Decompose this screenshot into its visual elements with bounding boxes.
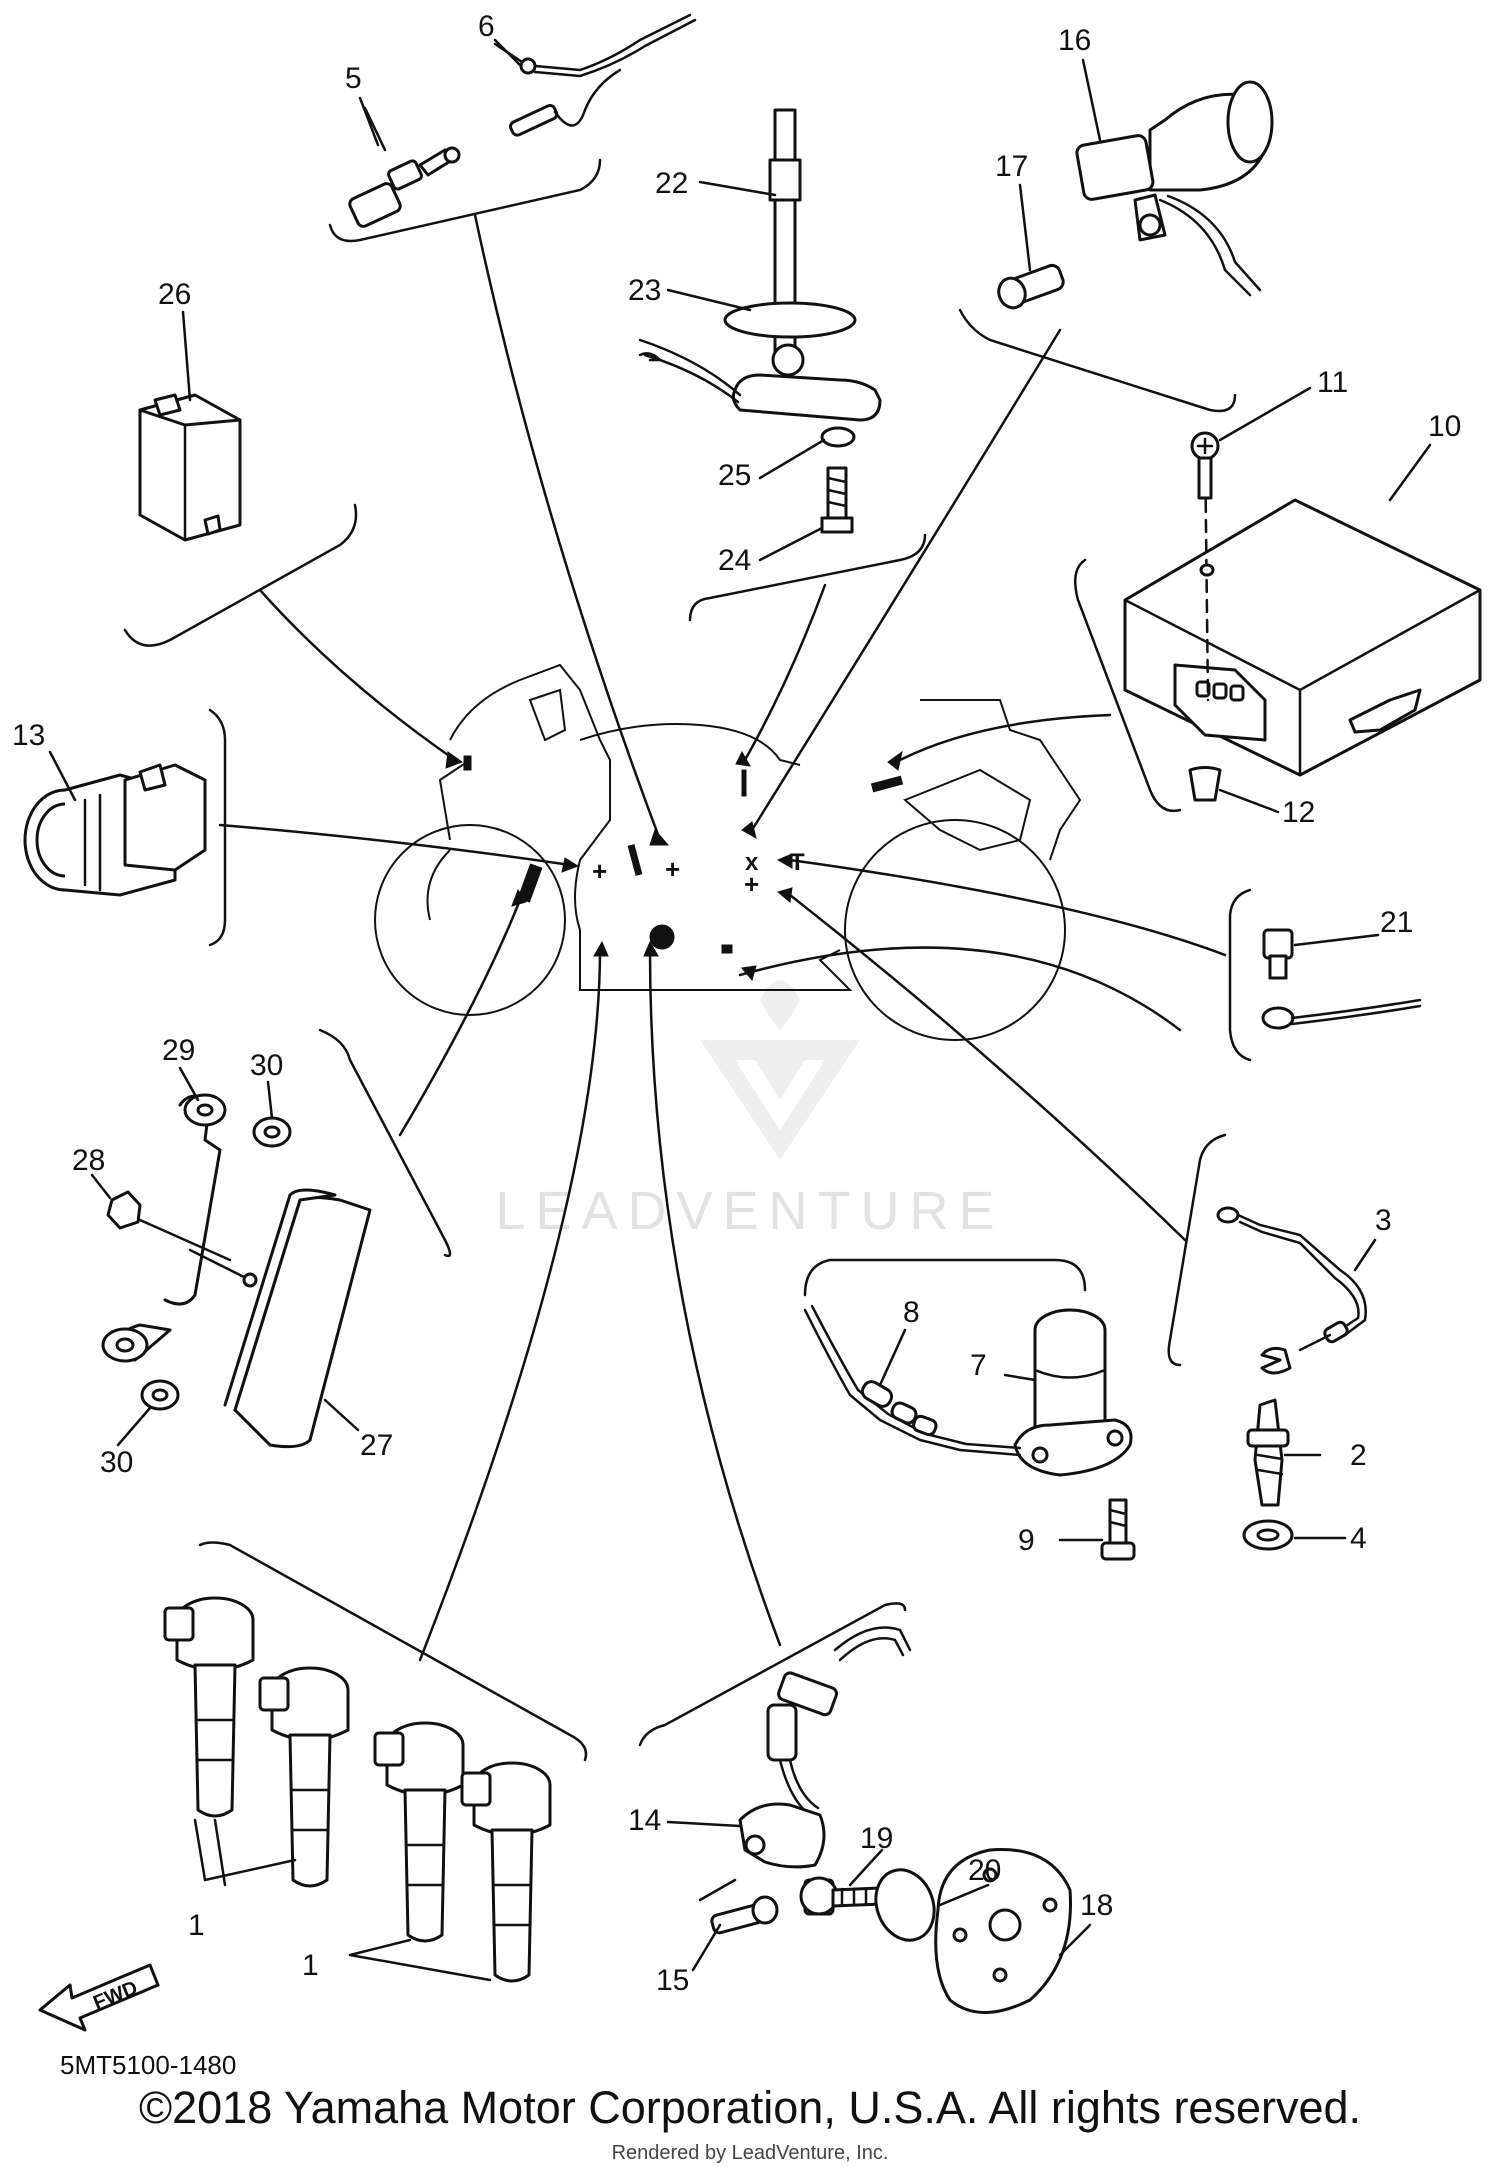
callout-2: 2 (1350, 1439, 1367, 1472)
group-brackets (123, 158, 1252, 1762)
callout-24: 24 (718, 544, 751, 577)
callout-27: 27 (360, 1429, 393, 1462)
callout-3: 3 (1375, 1204, 1392, 1237)
watermark-logo (700, 980, 860, 1160)
callout-11: 11 (1317, 366, 1348, 399)
callout-21: 21 (1380, 906, 1413, 939)
svg-text:+: + (744, 869, 759, 899)
svg-text:x: x (745, 849, 759, 876)
watermark-text: LEADVENTURE (495, 1181, 1005, 1241)
part-7-9-solenoid (803, 1304, 1136, 1561)
callout-18: 18 (1080, 1889, 1113, 1922)
callout-28: 28 (72, 1144, 105, 1177)
callout-ticks (48, 42, 1432, 1972)
callout-20: 20 (968, 1854, 1001, 1887)
callout-23: 23 (628, 274, 661, 307)
leader-lines (218, 213, 1227, 1662)
callout-25: 25 (718, 459, 751, 492)
part-26-relay (138, 393, 242, 542)
part-21-bolt-lead (1261, 928, 1422, 1030)
callout-22: 22 (655, 167, 688, 200)
part-13-switch (23, 763, 207, 897)
callout-17: 17 (995, 150, 1028, 183)
part-14-20-pickup (698, 1626, 1072, 2014)
callout-6: 6 (478, 10, 495, 43)
callout-30-b: 30 (100, 1446, 133, 1479)
part-16-17-sensor (997, 80, 1274, 310)
part-2-4-switch-lead (1216, 1206, 1367, 1551)
callout-19: 19 (860, 1822, 893, 1855)
part-5-sensor (348, 106, 461, 228)
callout-labels: 1 1 2 3 4 5 6 7 8 9 10 11 12 13 14 15 16… (12, 10, 1461, 1997)
callout-7: 7 (970, 1349, 987, 1382)
callout-10: 10 (1428, 410, 1461, 443)
callout-26: 26 (158, 278, 191, 311)
rendered-by-text: Rendered by LeadVenture, Inc. (611, 2142, 889, 2164)
svg-text:+: + (665, 854, 680, 884)
callout-12: 12 (1282, 796, 1315, 829)
svg-text:T: T (790, 849, 805, 876)
callout-1-b: 1 (302, 1949, 319, 1982)
part-1-ignition-coils (163, 1596, 552, 1983)
part-10-12-ecu (1123, 431, 1482, 802)
callout-15: 15 (656, 1964, 689, 1997)
motorcycle-outline: + + x + T (374, 663, 1082, 1041)
part-22-25-stem-sensor (638, 108, 882, 534)
diagram-code: 5MT5100-1480 (60, 2050, 237, 2080)
part-6-lead (493, 13, 697, 137)
callout-30-a: 30 (250, 1049, 283, 1082)
copyright-text: ©2018 Yamaha Motor Corporation, U.S.A. A… (138, 2082, 1362, 2133)
callout-9: 9 (1018, 1524, 1035, 1557)
callout-5: 5 (345, 62, 362, 95)
callout-4: 4 (1350, 1522, 1367, 1555)
fwd-arrow: FWD (38, 1963, 160, 2032)
part-27-30-module-bracket (101, 1093, 372, 1449)
callout-29: 29 (162, 1034, 195, 1067)
callout-8: 8 (903, 1296, 920, 1329)
callout-16: 16 (1058, 24, 1091, 57)
callout-14: 14 (628, 1804, 661, 1837)
svg-text:+: + (592, 856, 607, 886)
callout-13: 13 (12, 719, 45, 752)
callout-1-a: 1 (188, 1909, 205, 1942)
